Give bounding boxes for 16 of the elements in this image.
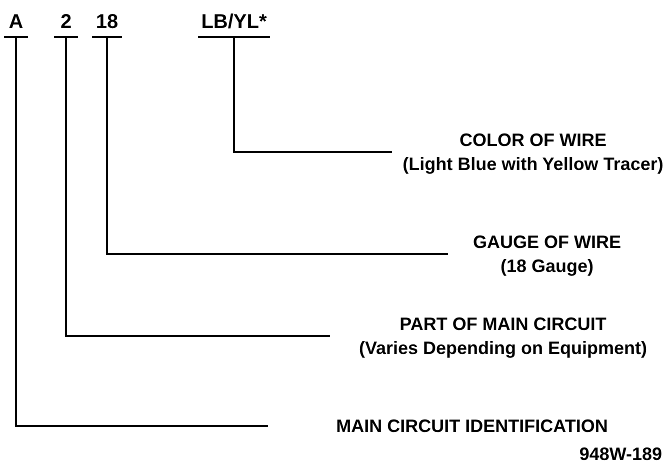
leader-line	[233, 38, 392, 153]
description-heading: GAUGE OF WIRE	[473, 231, 621, 254]
code-segment: LB/YL*	[198, 8, 270, 38]
description-note: (Light Blue with Yellow Tracer)	[402, 153, 664, 176]
leader-line	[15, 38, 268, 427]
leader-line	[65, 38, 330, 337]
description-heading: COLOR OF WIRE	[460, 129, 606, 152]
code-segment: 18	[92, 8, 122, 38]
code-segment: A	[4, 8, 28, 38]
leader-line	[106, 38, 448, 255]
description-heading: PART OF MAIN CIRCUIT	[400, 313, 606, 336]
code-segment: 2	[54, 8, 78, 38]
description-note: (Varies Depending on Equipment)	[358, 337, 648, 360]
description-heading: MAIN CIRCUIT IDENTIFICATION	[336, 415, 608, 438]
description-note: (18 Gauge)	[500, 255, 594, 278]
figure-number: 948W-189	[579, 443, 662, 466]
